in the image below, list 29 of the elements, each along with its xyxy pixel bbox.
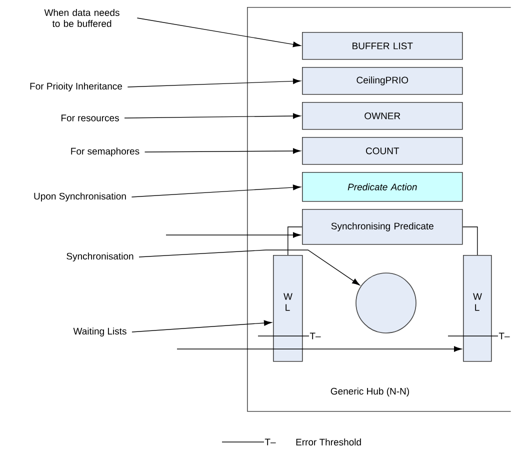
arrow xyxy=(136,18,301,48)
field-box: W L xyxy=(463,255,492,362)
arrow xyxy=(124,113,301,119)
annotation-text: Synchronisation xyxy=(66,252,134,262)
connector-line xyxy=(288,226,302,256)
circle-shape xyxy=(356,272,416,334)
arrow xyxy=(127,78,301,88)
legend-text: Error Threshold xyxy=(296,438,361,446)
field-box: OWNER xyxy=(302,102,463,130)
annotation-text: When data needs to be buffered xyxy=(44,9,120,27)
arrow xyxy=(132,320,272,332)
field-box: W L xyxy=(273,255,303,362)
annotation-text: For Prioity Inheritance xyxy=(30,82,122,92)
arrow xyxy=(176,346,462,352)
arrow xyxy=(144,148,301,154)
arrow xyxy=(166,232,301,238)
annotation-text: Waiting Lists xyxy=(73,328,126,336)
annotation-text: For semaphores xyxy=(71,148,140,156)
annotation-text: For resources xyxy=(61,114,119,122)
annotation-text: Upon Synchronisation xyxy=(34,192,126,202)
field-box: Synchronising Predicate xyxy=(302,209,463,245)
connector-line xyxy=(462,226,478,256)
arrow xyxy=(138,250,360,286)
threshold-mark: T– xyxy=(222,438,276,446)
field-box: BUFFER LIST xyxy=(302,32,463,60)
field-box: CeilingPRIO xyxy=(302,67,463,95)
field-box: Predicate Action xyxy=(302,172,463,202)
field-box: COUNT xyxy=(302,137,463,165)
arrow xyxy=(131,184,301,198)
